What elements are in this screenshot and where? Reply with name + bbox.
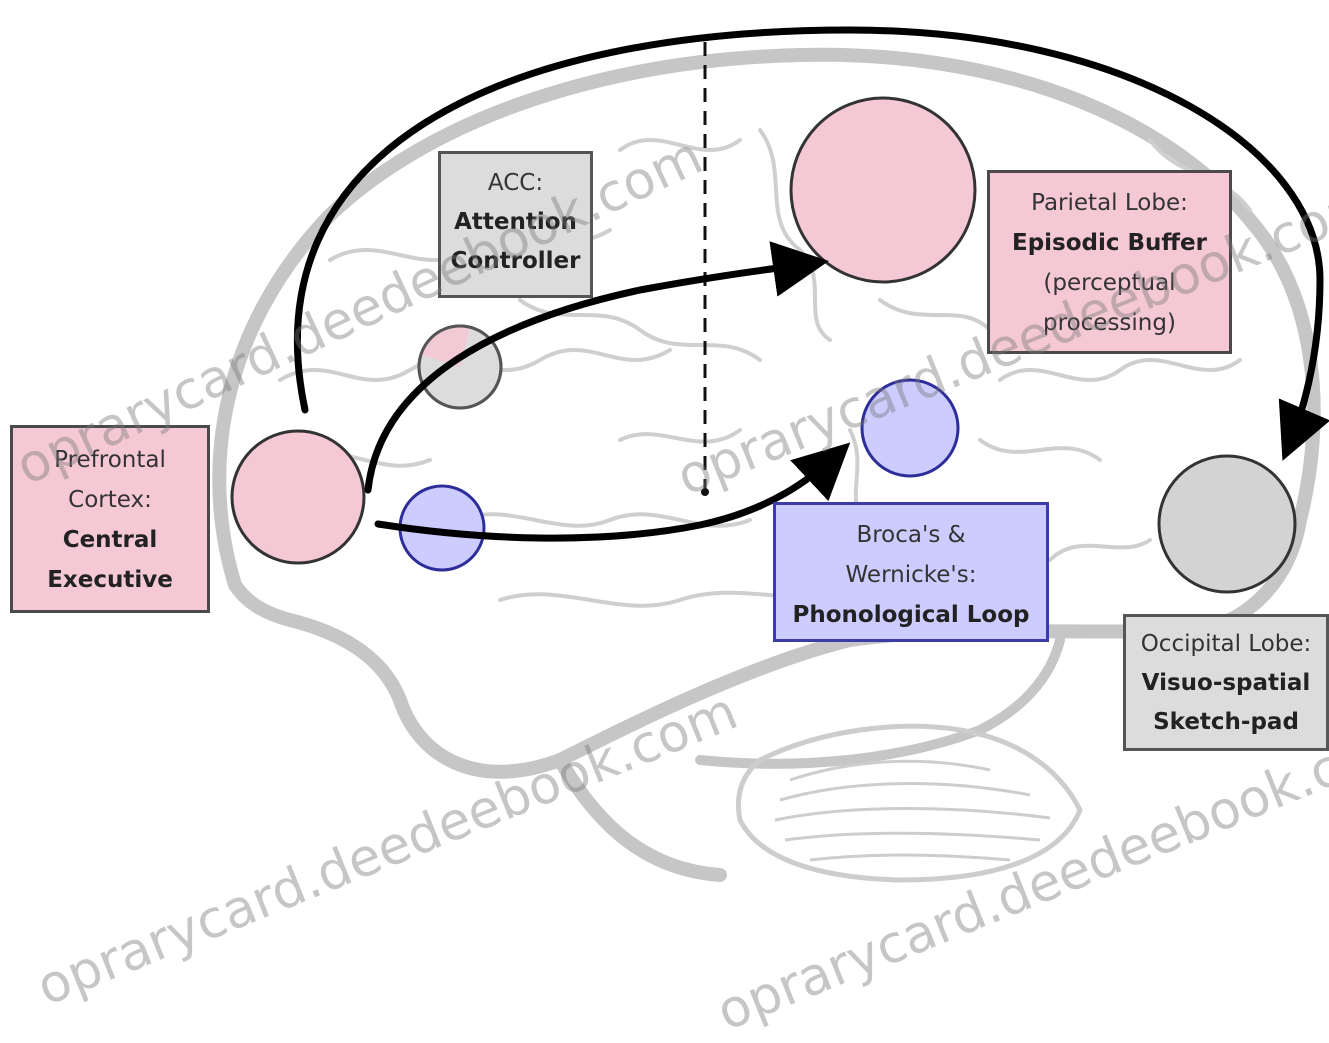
arrow-prefrontal-to-occipital (293, 26, 1329, 461)
occipital-label-line3: Sketch-pad (1153, 709, 1299, 735)
phonological-label-line1: Broca's & (856, 522, 966, 548)
phonological-label-box: Broca's & Wernicke's: Phonological Loop (773, 502, 1049, 642)
parietal-label-box: Parietal Lobe: Episodic Buffer (perceptu… (987, 170, 1232, 354)
prefrontal-circle (230, 429, 366, 565)
occipital-label-line1: Occipital Lobe: (1140, 631, 1312, 657)
dashed-line-endpoint (701, 488, 709, 496)
phonological-label-line2: Wernicke's: (845, 562, 977, 588)
prefrontal-label-line3: Central (62, 527, 158, 553)
wernicke-circle (860, 378, 960, 478)
parietal-label-line2: Episodic Buffer (1011, 230, 1208, 256)
arrow-prefrontal-to-parietal (364, 241, 829, 494)
occipital-label-box: Occipital Lobe: Visuo-spatial Sketch-pad (1123, 614, 1329, 751)
arrow-prefrontal-to-phonological (374, 442, 851, 542)
prefrontal-label-line4: Executive (47, 567, 173, 593)
brain-outline (212, 47, 1321, 882)
cerebellum (735, 723, 1083, 883)
acc-label-line2: Attention (454, 209, 577, 235)
prefrontal-label-box: Prefrontal Cortex: Central Executive (10, 425, 210, 613)
acc-label-line3: Controller (450, 248, 581, 274)
occipital-circle (1157, 454, 1297, 594)
phonological-label-line3: Phonological Loop (792, 602, 1030, 628)
parietal-label-line3: (perceptual (1043, 270, 1176, 296)
acc-label-line1: ACC: (487, 170, 544, 196)
acc-circle-outline (417, 324, 503, 410)
prefrontal-label-line1: Prefrontal (54, 447, 166, 473)
working-memory-brain-diagram (212, 26, 1329, 883)
occipital-label-line2: Visuo-spatial (1141, 670, 1311, 696)
prefrontal-label-line2: Cortex: (68, 487, 152, 513)
arrows (293, 26, 1329, 542)
parietal-circle (789, 96, 977, 284)
parietal-label-line1: Parietal Lobe: (1031, 190, 1188, 216)
parietal-label-line4: processing) (1043, 310, 1176, 336)
acc-label-box: ACC: Attention Controller (438, 151, 593, 298)
